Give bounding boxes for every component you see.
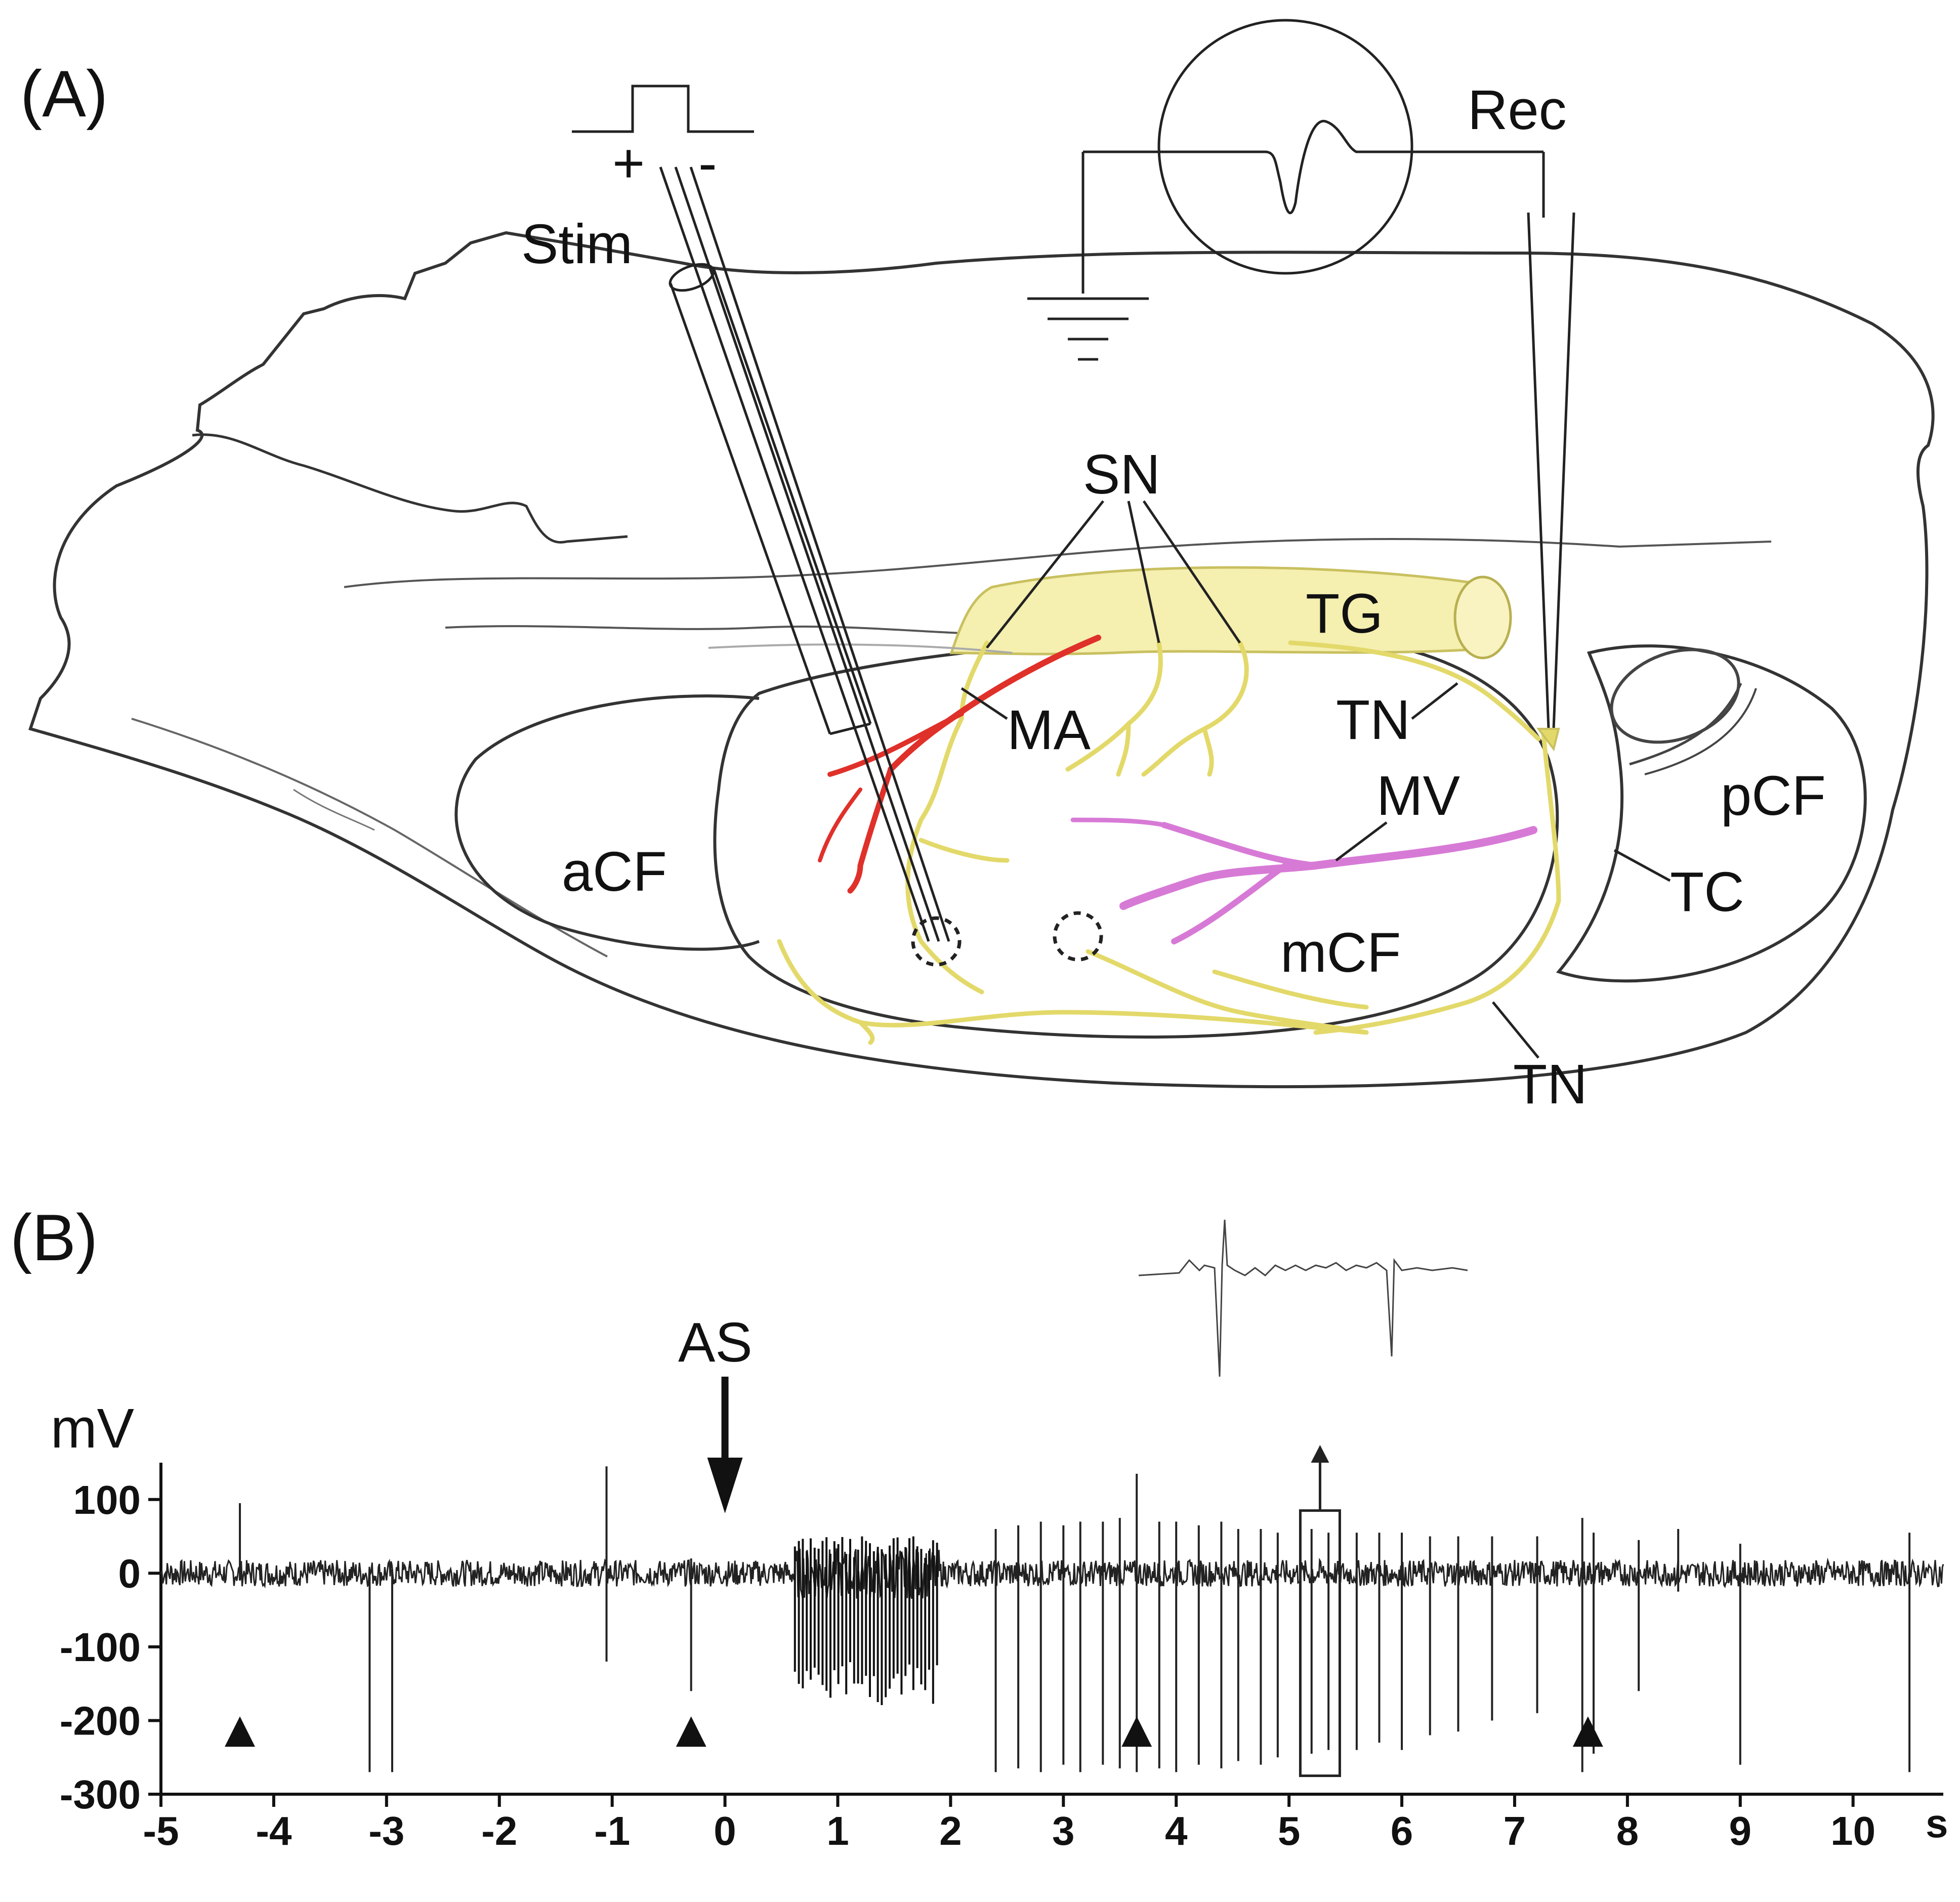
x-tick-label: 2 <box>939 1808 962 1853</box>
ring-structure <box>1610 648 1740 744</box>
skull-inner-line <box>293 789 375 831</box>
mcf-label: mCF <box>1280 922 1401 984</box>
as-label: AS <box>678 1311 753 1374</box>
trigeminal-ganglion-end <box>1453 575 1512 659</box>
trigeminal-ganglion <box>949 566 1508 655</box>
tn-upper-leader <box>1411 682 1458 720</box>
minus-label: - <box>698 132 717 194</box>
x-tick-label: -3 <box>368 1808 404 1853</box>
unit-label: mV <box>51 1397 134 1460</box>
sn-label: SN <box>1083 443 1160 506</box>
x-tick-label: 7 <box>1504 1808 1526 1853</box>
pcf-outline <box>1556 644 1867 983</box>
meningeal-artery <box>818 635 1101 894</box>
x-tick-label: -4 <box>256 1808 292 1853</box>
panel-a-diagram: (A) <box>20 19 1935 1115</box>
x-tick-label: -2 <box>481 1808 517 1853</box>
tn-lower-leader <box>1492 1001 1539 1059</box>
x-tick-label: 3 <box>1052 1808 1075 1853</box>
skull-outline <box>28 231 1935 1088</box>
mv-leader <box>1335 821 1388 861</box>
mv-label: MV <box>1377 765 1460 827</box>
mcf-outline <box>713 631 1559 1039</box>
x-tick-label: -5 <box>143 1808 179 1853</box>
pcf-label: pCF <box>1721 765 1826 827</box>
skull-inner-line <box>445 625 1013 635</box>
y-tick-label: -300 <box>60 1772 141 1817</box>
x-unit-label: s <box>1926 1801 1948 1846</box>
triangle-marker <box>1121 1716 1152 1747</box>
x-tick-label: 10 <box>1830 1808 1875 1853</box>
y-tick-label: -200 <box>60 1698 141 1743</box>
x-tick-label: -1 <box>594 1808 630 1853</box>
skull-inner-line <box>344 538 1772 588</box>
tg-label: TG <box>1306 583 1383 645</box>
tn-upper-label: TN <box>1336 689 1410 751</box>
y-tick-label: 0 <box>118 1551 141 1596</box>
stim-label: Stim <box>521 213 633 275</box>
ring-arc <box>1644 688 1757 775</box>
trigeminal-ganglion-shadow <box>708 643 1013 654</box>
tc-label: TC <box>1670 861 1744 923</box>
tc-leader <box>1613 849 1671 882</box>
y-tick-label: 100 <box>73 1477 141 1522</box>
x-tick-label: 1 <box>826 1808 849 1853</box>
stimulation-electrode <box>572 85 950 942</box>
rec-label: Rec <box>1468 79 1567 141</box>
trace-chart: 100 0 -100 -200 -300-5 -4 -3 -2 -1 0 1 2 3 4 5 6 7 8 9 10 <box>60 1377 1944 1853</box>
sn-leader-lines <box>986 500 1241 649</box>
plus-label: + <box>612 132 645 194</box>
ma-leader <box>961 687 1008 720</box>
triangle-marker <box>1572 1716 1603 1747</box>
acf-outline <box>454 694 760 951</box>
inset-window-box <box>1299 1509 1341 1777</box>
panel-a-label: (A) <box>20 57 108 131</box>
dural-site-circle <box>1053 911 1103 962</box>
triangle-marker <box>225 1716 256 1747</box>
acf-label: aCF <box>562 841 667 903</box>
panel-b-label: (B) <box>10 1201 98 1274</box>
x-tick-label: 6 <box>1391 1808 1413 1853</box>
skull-ridge-line <box>192 433 628 544</box>
recording-setup <box>1027 19 1575 729</box>
meningeal-vein <box>1070 817 1537 944</box>
x-tick-label: 8 <box>1616 1808 1639 1853</box>
ring-arc <box>1629 682 1742 766</box>
ma-label: MA <box>1007 699 1091 761</box>
stim-site-circle <box>911 916 962 967</box>
x-tick-label: 5 <box>1278 1808 1301 1853</box>
triangle-marker <box>676 1716 706 1747</box>
inset-arrow-head <box>1311 1445 1329 1463</box>
x-tick-label: 0 <box>714 1808 736 1853</box>
x-tick-label: 9 <box>1729 1808 1752 1853</box>
x-tick-label: 4 <box>1165 1808 1188 1853</box>
tn-lower-label: TN <box>1513 1053 1588 1115</box>
nerve-branches <box>777 640 1561 1045</box>
stimulus-arrow-head <box>707 1458 743 1513</box>
skull-inner-line <box>131 718 608 958</box>
oscilloscope-icon <box>1157 19 1413 275</box>
inset-trace <box>1138 1219 1468 1377</box>
y-tick-label: -100 <box>60 1625 141 1670</box>
recording-tip <box>1536 728 1560 752</box>
baseline-trace <box>160 1548 1944 1599</box>
